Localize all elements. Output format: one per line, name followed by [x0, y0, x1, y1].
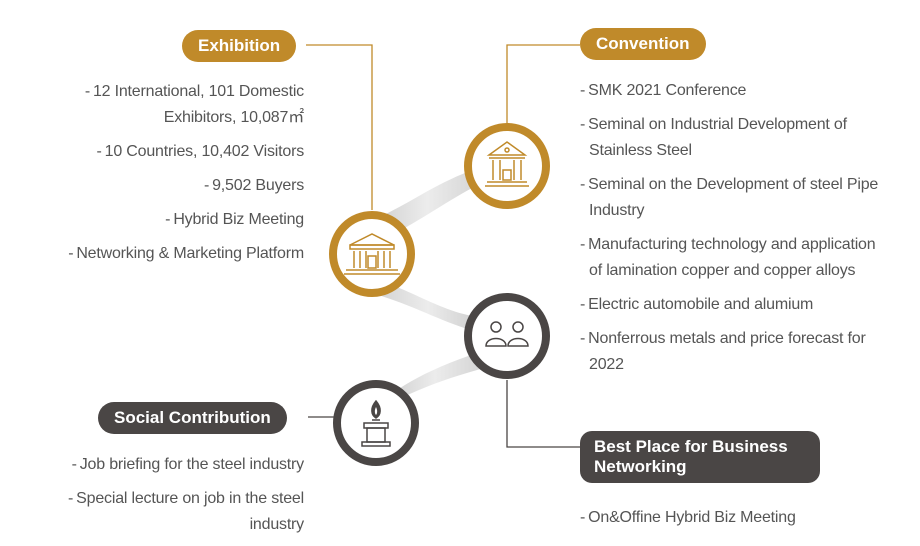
- social-contribution-label: Social Contribution: [98, 402, 287, 434]
- connector-convention: [506, 44, 580, 123]
- convention-label: Convention: [580, 28, 706, 60]
- convention-list: -SMK 2021 Conference -Seminal on Industr…: [580, 78, 886, 386]
- list-item: -Special lecture on job in the steel ind…: [68, 490, 304, 533]
- list-item: -12 International, 101 Domestic Exhibito…: [84, 83, 304, 126]
- circle-convention: [464, 123, 550, 209]
- list-item: -SMK 2021 Conference: [580, 82, 747, 99]
- list-item: -Networking & Marketing Platform: [68, 245, 304, 262]
- exhibition-hall-icon: [344, 233, 400, 275]
- list-item: -Job briefing for the steel industry: [71, 456, 305, 473]
- connector-networking: [506, 380, 582, 448]
- ribbon-exhibition-networking: [368, 282, 488, 332]
- connector-exhibition: [306, 44, 373, 210]
- torch-pedestal-icon: [361, 399, 391, 447]
- list-item: -9,502 Buyers: [203, 177, 304, 194]
- ribbon-networking-social: [378, 352, 492, 410]
- two-people-icon: [485, 321, 529, 347]
- bank-building-icon: [485, 141, 529, 187]
- exhibition-list: -12 International, 101 Domestic Exhibito…: [24, 79, 304, 275]
- list-item: -Seminal on Industrial Development of St…: [580, 116, 847, 159]
- list-item: -Electric automobile and alumium: [580, 296, 814, 313]
- list-item: -Nonferrous metals and price forecast fo…: [580, 330, 866, 373]
- list-item: -10 Countries, 10,402 Visitors: [96, 143, 305, 160]
- list-item: -Hybrid Biz Meeting: [165, 211, 304, 228]
- circle-exhibition: [329, 211, 415, 297]
- list-item: -Seminal on the Development of steel Pip…: [580, 176, 879, 219]
- list-item: -Manufacturing technology and applicatio…: [580, 236, 876, 279]
- list-item: -On&Offine Hybrid Biz Meeting: [580, 509, 796, 526]
- exhibition-label: Exhibition: [182, 30, 297, 62]
- social-contribution-list: -Job briefing for the steel industry -Sp…: [24, 452, 304, 546]
- networking-label: Best Place for Business Networking: [580, 431, 820, 483]
- networking-list: -On&Offine Hybrid Biz Meeting: [580, 505, 886, 539]
- circle-networking: [464, 293, 550, 379]
